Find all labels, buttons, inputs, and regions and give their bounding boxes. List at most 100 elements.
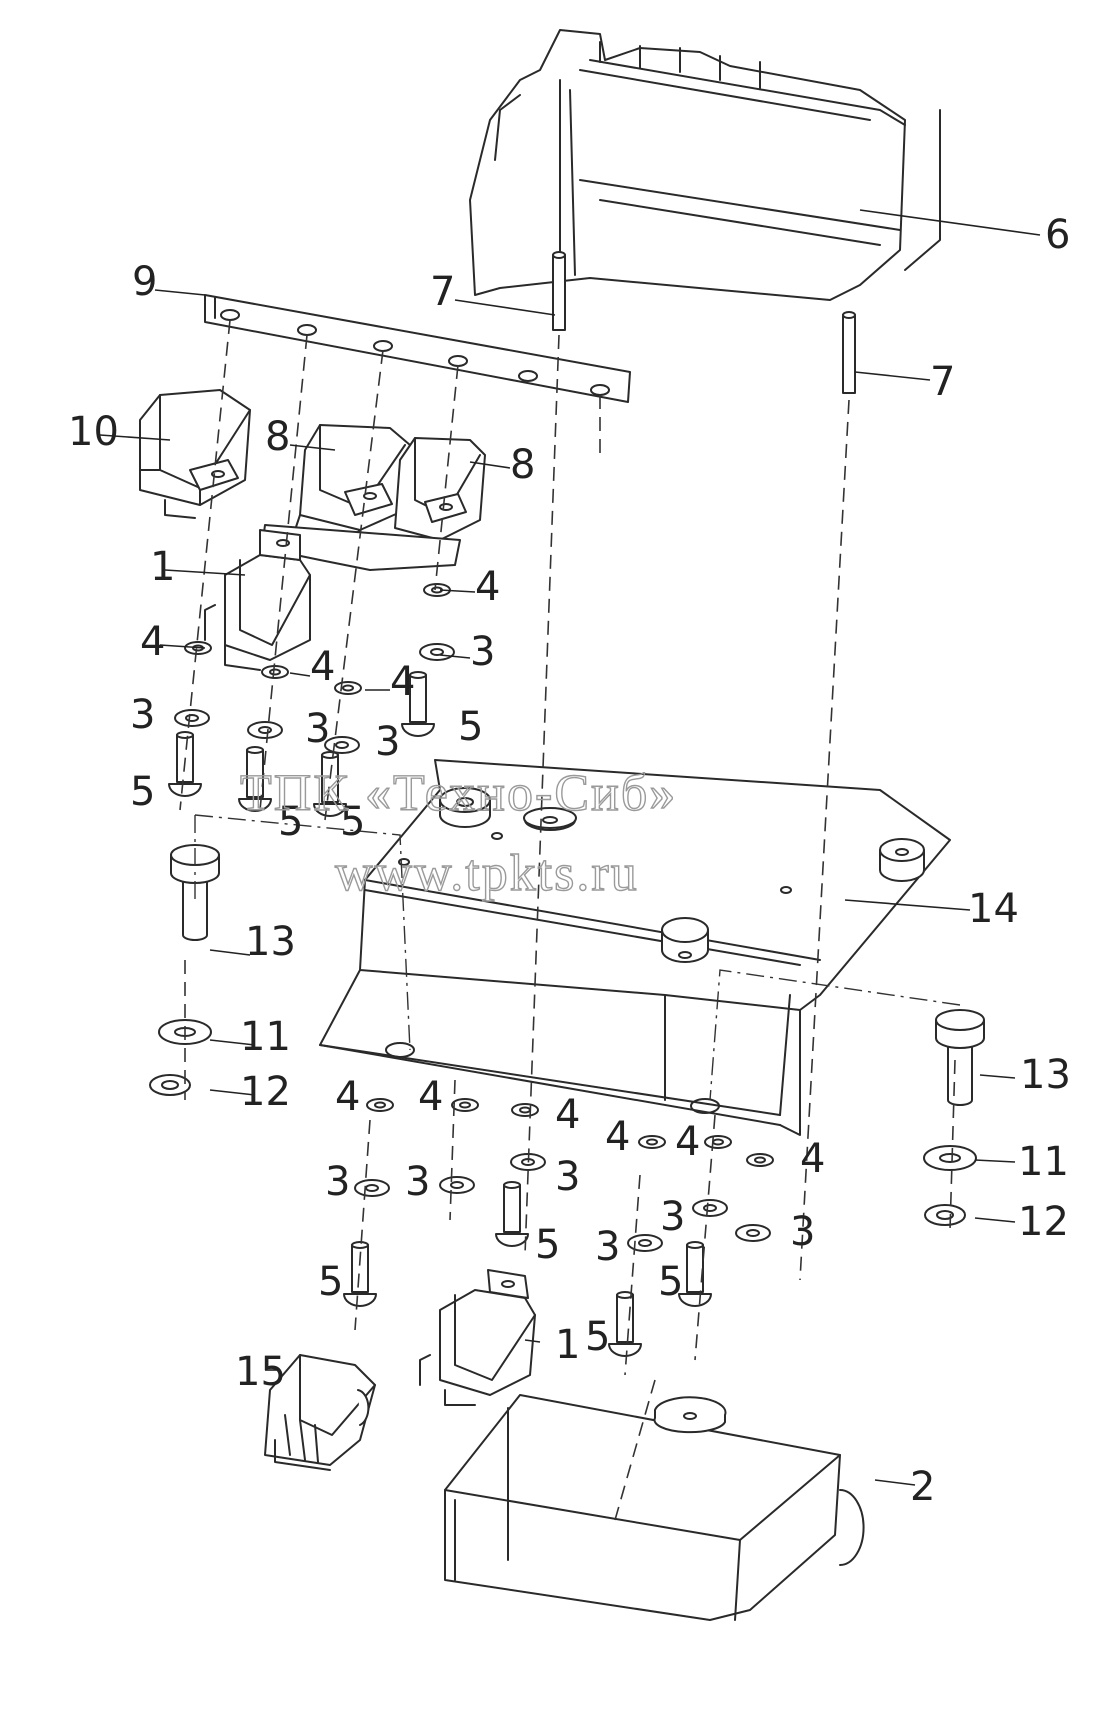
watermark: ТПК «Техно-Сиб» www.tpkts.ru xyxy=(239,764,676,902)
callout-5: 5 xyxy=(318,1259,343,1305)
callout-6: 6 xyxy=(1045,212,1070,258)
part-8-relay-right xyxy=(394,437,486,541)
callout-12: 12 xyxy=(240,1069,291,1115)
assembly-axes xyxy=(179,319,961,1521)
callout-4: 4 xyxy=(418,1074,443,1120)
part-1-relay-upper xyxy=(204,529,311,671)
spring-washer-4 xyxy=(451,1098,479,1112)
flat-washer-3-hole xyxy=(185,714,199,722)
bolt-13-head xyxy=(935,1009,985,1031)
spring-washer-4-hole xyxy=(269,668,281,676)
screw-5-head xyxy=(608,1343,642,1357)
spring-washer-4-hole xyxy=(754,1156,766,1164)
spring-washer-4 xyxy=(704,1135,732,1149)
screw-5-tip xyxy=(686,1241,704,1249)
flat-washer-3 xyxy=(174,709,210,727)
screw-5-tip xyxy=(351,1241,369,1249)
spring-washer-4 xyxy=(366,1098,394,1112)
flat-washer-3-hole xyxy=(703,1204,717,1212)
callout-11: 11 xyxy=(240,1014,291,1060)
screw-5-head xyxy=(495,1233,529,1247)
flat-washer-11-hole xyxy=(939,1153,961,1163)
spring-washer-12 xyxy=(924,1204,966,1226)
bolt-13-shank xyxy=(947,1039,973,1106)
callout-15: 15 xyxy=(235,1349,286,1395)
callout-5: 5 xyxy=(278,799,303,845)
callout-3: 3 xyxy=(595,1224,620,1270)
callout-8: 8 xyxy=(510,442,535,488)
spring-washer-4 xyxy=(746,1153,774,1167)
flat-washer-3 xyxy=(247,721,283,739)
callout-4: 4 xyxy=(555,1092,580,1138)
callout-8: 8 xyxy=(265,414,290,460)
flat-washer-3-hole xyxy=(638,1239,652,1247)
callout-5: 5 xyxy=(658,1259,683,1305)
flat-washer-3 xyxy=(419,643,455,661)
spring-washer-12-hole xyxy=(161,1080,179,1090)
callout-3: 3 xyxy=(470,629,495,675)
callout-9: 9 xyxy=(132,259,157,305)
flat-washer-3-hole xyxy=(258,726,272,734)
callout-4: 4 xyxy=(335,1074,360,1120)
screw-5-tip xyxy=(246,746,264,754)
screw-5-head xyxy=(238,798,272,812)
callout-14: 14 xyxy=(968,886,1019,932)
callout-3: 3 xyxy=(130,692,155,738)
callout-1: 1 xyxy=(150,544,175,590)
spring-washer-12 xyxy=(149,1074,191,1096)
screw-5-head xyxy=(678,1293,712,1307)
flat-washer-3-hole xyxy=(450,1181,464,1189)
part-14-mounting-bracket xyxy=(319,759,951,1136)
callout-labels: 6 7 7 9 10 8 8 1 4 4 4 4 3 3 3 3 5 5 5 5… xyxy=(68,212,1071,1510)
screw-5-head xyxy=(168,783,202,797)
spring-washer-12-hole xyxy=(936,1210,954,1220)
callout-4: 4 xyxy=(800,1136,825,1182)
screw-5-tip xyxy=(503,1181,521,1189)
callout-4: 4 xyxy=(605,1114,630,1160)
part-2-housing-box xyxy=(444,1394,865,1621)
flat-washer-3-hole xyxy=(746,1229,760,1237)
callout-7: 7 xyxy=(430,269,455,315)
flat-washer-11 xyxy=(923,1145,977,1171)
spring-washer-4 xyxy=(511,1103,539,1117)
callout-3: 3 xyxy=(790,1209,815,1255)
part-6-control-unit xyxy=(469,29,941,394)
callout-3: 3 xyxy=(660,1194,685,1240)
screw-5-shank xyxy=(686,1244,704,1293)
screw-5-tip xyxy=(409,671,427,679)
flat-washer-3 xyxy=(439,1176,475,1194)
spring-washer-4 xyxy=(638,1135,666,1149)
callout-13: 13 xyxy=(245,919,296,965)
callout-4: 4 xyxy=(140,619,165,665)
callout-4: 4 xyxy=(390,659,415,705)
screw-5-head xyxy=(401,723,435,737)
callout-2: 2 xyxy=(910,1464,935,1510)
flat-washer-3-hole xyxy=(335,741,349,749)
callout-1: 1 xyxy=(555,1322,580,1368)
callout-5: 5 xyxy=(130,769,155,815)
callout-3: 3 xyxy=(405,1159,430,1205)
screw-5-tip xyxy=(616,1291,634,1299)
spring-washer-4 xyxy=(261,665,289,679)
part-1-relay-lower xyxy=(419,1269,536,1406)
callout-10: 10 xyxy=(68,409,119,455)
callout-3: 3 xyxy=(555,1154,580,1200)
callout-7: 7 xyxy=(930,359,955,405)
part-9-mounting-bar xyxy=(204,294,631,403)
flat-washer-3 xyxy=(627,1234,663,1252)
screw-5-tip xyxy=(321,751,339,759)
spring-washer-4 xyxy=(334,681,362,695)
leader-lines xyxy=(99,209,1041,1486)
bolt-13-shank xyxy=(182,874,208,941)
screw-5-shank xyxy=(503,1184,521,1233)
callout-4: 4 xyxy=(475,564,500,610)
screw-5-head xyxy=(343,1293,377,1307)
callout-5: 5 xyxy=(535,1222,560,1268)
hardware-group xyxy=(149,583,985,1357)
spring-washer-4-hole xyxy=(342,684,354,692)
callout-11: 11 xyxy=(1018,1139,1069,1185)
callout-3: 3 xyxy=(375,719,400,765)
spring-washer-4-hole xyxy=(646,1138,658,1146)
spring-washer-4-hole xyxy=(374,1101,386,1109)
